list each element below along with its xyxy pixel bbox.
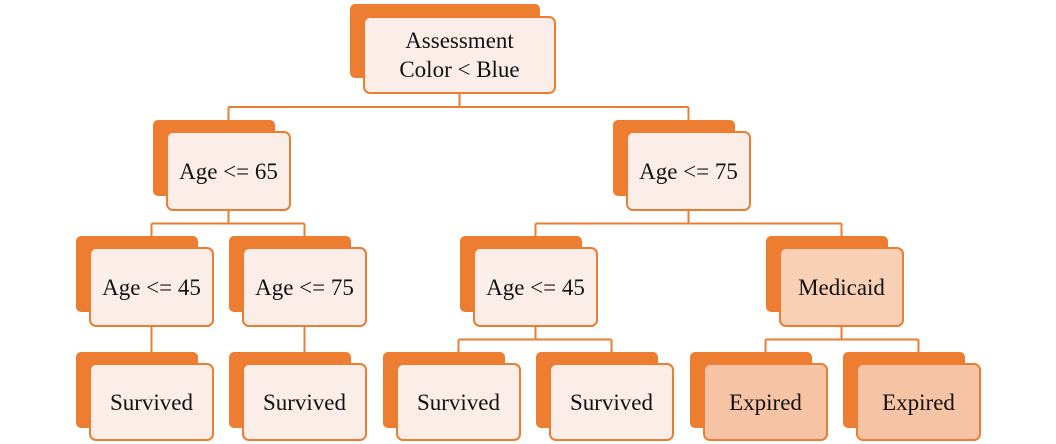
node-box: Survived bbox=[396, 363, 521, 441]
node-box: Age <= 65 bbox=[166, 131, 291, 211]
node-box: Survived bbox=[89, 363, 214, 441]
node-box: Expired bbox=[703, 363, 828, 441]
node-label-age-75-right: Age <= 75 bbox=[639, 158, 738, 184]
node-box: Age <= 75 bbox=[626, 131, 751, 211]
leaf-label: Survived bbox=[416, 389, 501, 415]
node-box: Age <= 75 bbox=[242, 247, 367, 327]
node-label-root: Assessment Color < Blue bbox=[399, 28, 520, 82]
node-box: Age <= 45 bbox=[473, 247, 598, 327]
leaf-label: Survived bbox=[262, 389, 347, 415]
node-label-age-45-right: Age <= 45 bbox=[486, 274, 585, 300]
node-box: Survived bbox=[549, 363, 674, 441]
node-label-age-75-left: Age <= 75 bbox=[255, 274, 354, 300]
node-box: Survived bbox=[242, 363, 367, 441]
node-box: Medicaid bbox=[779, 247, 904, 327]
node-box: Expired bbox=[856, 363, 981, 441]
leaf-label: Survived bbox=[109, 389, 194, 415]
node-label-age-65: Age <= 65 bbox=[179, 158, 278, 184]
node-box: Assessment Color < Blue bbox=[363, 16, 556, 94]
leaf-label: Survived bbox=[569, 389, 654, 415]
node-label-medicaid: Medicaid bbox=[798, 274, 885, 300]
node-label-age-45-left: Age <= 45 bbox=[102, 274, 201, 300]
leaf-label: Expired bbox=[882, 389, 955, 415]
node-box: Age <= 45 bbox=[89, 247, 214, 327]
leaf-label: Expired bbox=[729, 389, 802, 415]
